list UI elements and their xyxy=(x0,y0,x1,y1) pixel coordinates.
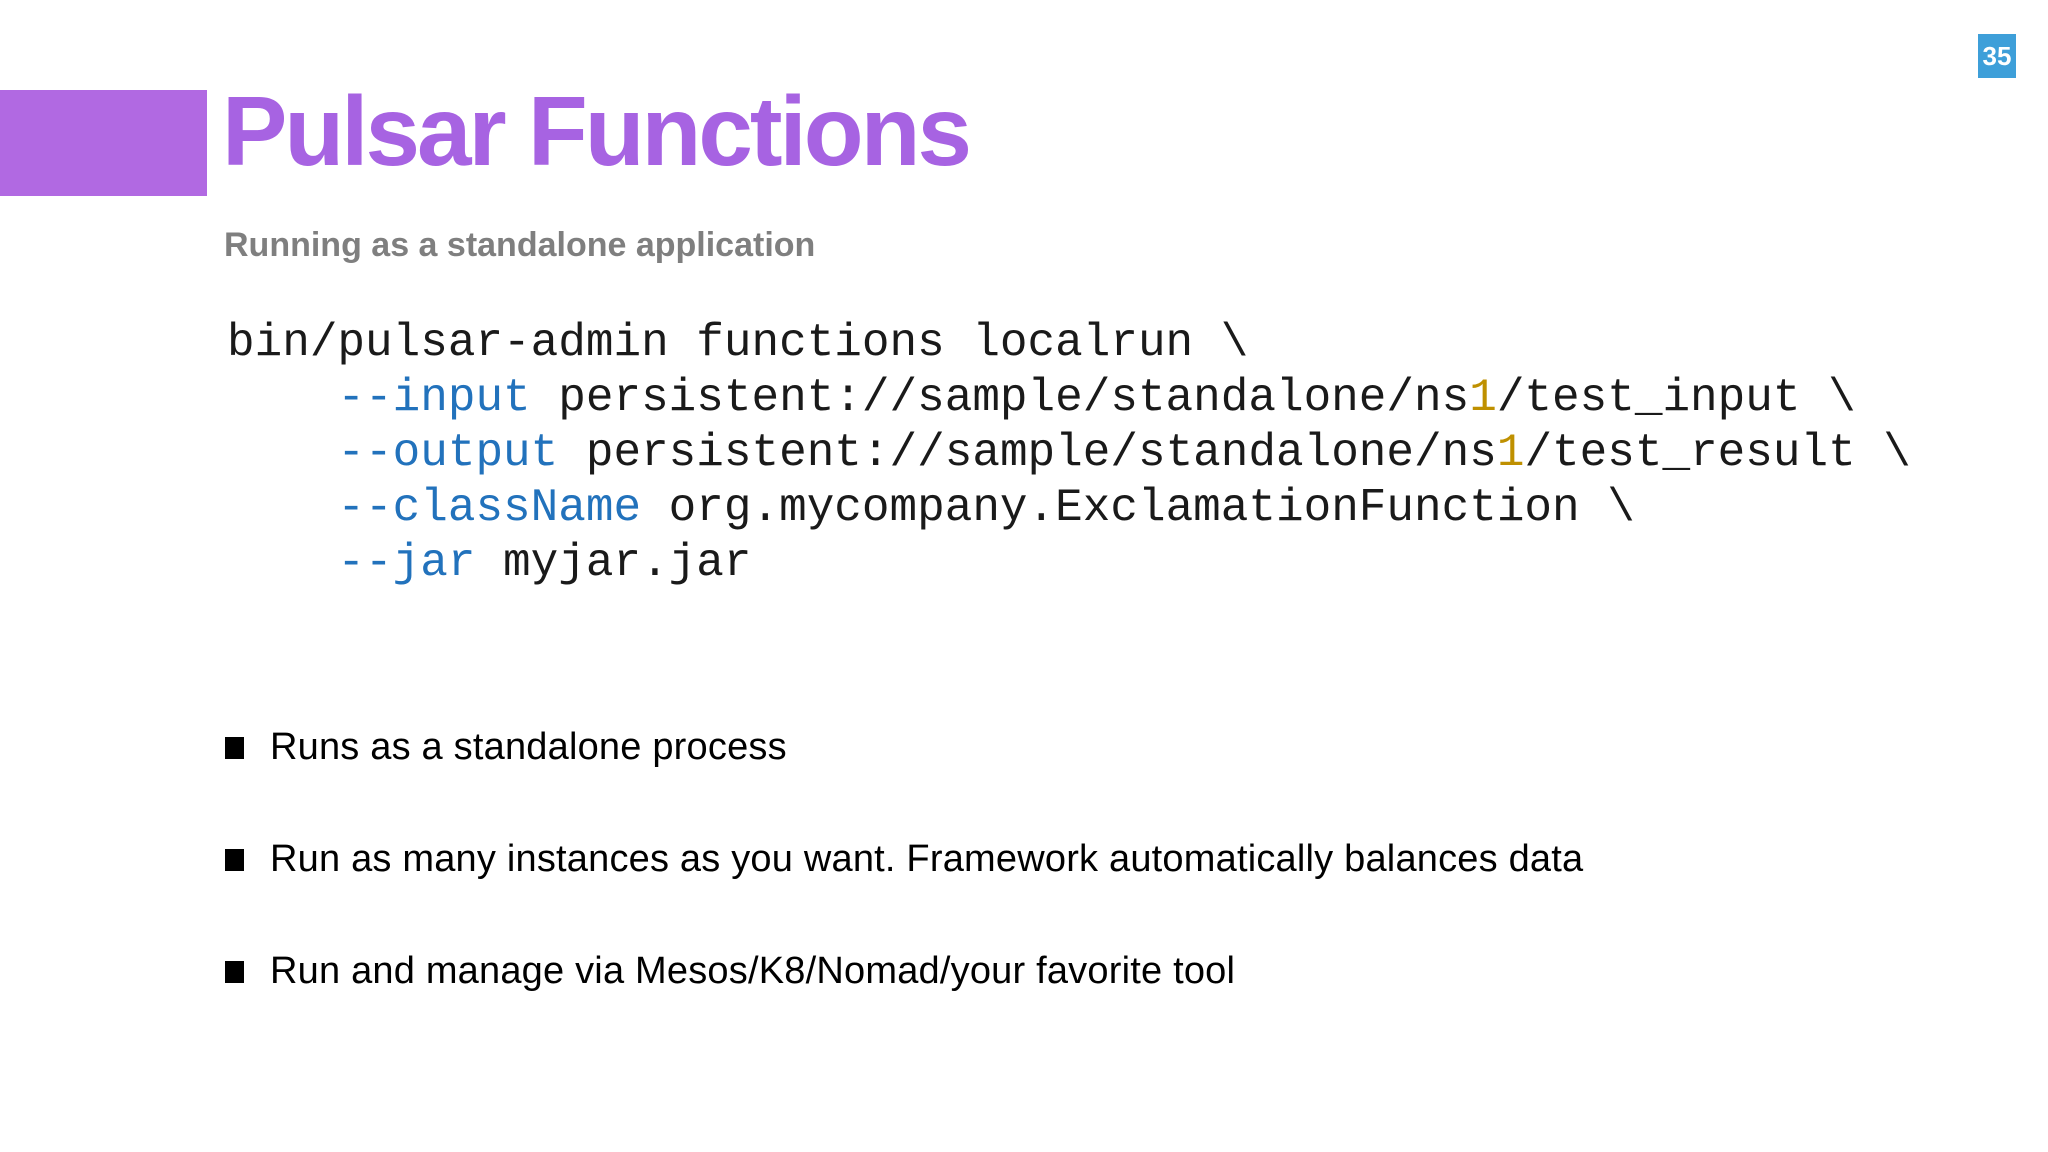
code-segment-flag: --className xyxy=(337,482,642,534)
code-line: --jar myjar.jar xyxy=(227,536,1911,591)
bullet-square-icon xyxy=(225,961,244,983)
code-line: --className org.mycompany.ExclamationFun… xyxy=(227,481,1911,536)
bullet-item-text: Run and manage via Mesos/K8/Nomad/your f… xyxy=(270,950,1236,992)
code-segment-plain xyxy=(227,372,337,424)
bullet-item-text: Runs as a standalone process xyxy=(270,726,787,768)
bullet-item-text: Run as many instances as you want. Frame… xyxy=(270,838,1584,880)
slide-subtitle: Running as a standalone application xyxy=(224,226,816,264)
code-segment-plain xyxy=(227,482,337,534)
code-segment-plain: myjar.jar xyxy=(475,537,752,589)
code-line: bin/pulsar-admin functions localrun \ xyxy=(227,316,1911,371)
code-line: --output persistent://sample/standalone/… xyxy=(227,426,1911,481)
code-block: bin/pulsar-admin functions localrun \ --… xyxy=(227,316,1911,591)
page-title: Pulsar Functions xyxy=(222,76,972,186)
bullet-item: Runs as a standalone process xyxy=(225,722,1583,772)
code-segment-flag: --output xyxy=(337,427,559,479)
bullet-square-icon xyxy=(225,737,244,759)
code-segment-plain: persistent://sample/standalone/ns xyxy=(530,372,1470,424)
code-segment-flag: --input xyxy=(337,372,531,424)
code-segment-plain xyxy=(227,427,337,479)
bullet-item: Run as many instances as you want. Frame… xyxy=(225,834,1583,884)
code-line: --input persistent://sample/standalone/n… xyxy=(227,371,1911,426)
code-segment-plain: persistent://sample/standalone/ns xyxy=(558,427,1497,479)
code-segment-plain xyxy=(227,537,337,589)
bullet-square-icon xyxy=(225,849,244,871)
title-accent-bar xyxy=(0,90,207,196)
page-number-badge: 35 xyxy=(1978,34,2016,78)
code-segment-plain: /test_input \ xyxy=(1496,372,1856,424)
bullet-item: Run and manage via Mesos/K8/Nomad/your f… xyxy=(225,946,1583,996)
code-segment-number: 1 xyxy=(1469,372,1497,424)
code-segment-flag: --jar xyxy=(337,537,476,589)
code-segment-plain: bin/pulsar-admin functions localrun \ xyxy=(227,317,1249,369)
code-segment-number: 1 xyxy=(1496,427,1525,479)
code-segment-plain: org.mycompany.ExclamationFunction \ xyxy=(641,482,1635,534)
code-segment-plain: /test_result \ xyxy=(1524,427,1911,479)
